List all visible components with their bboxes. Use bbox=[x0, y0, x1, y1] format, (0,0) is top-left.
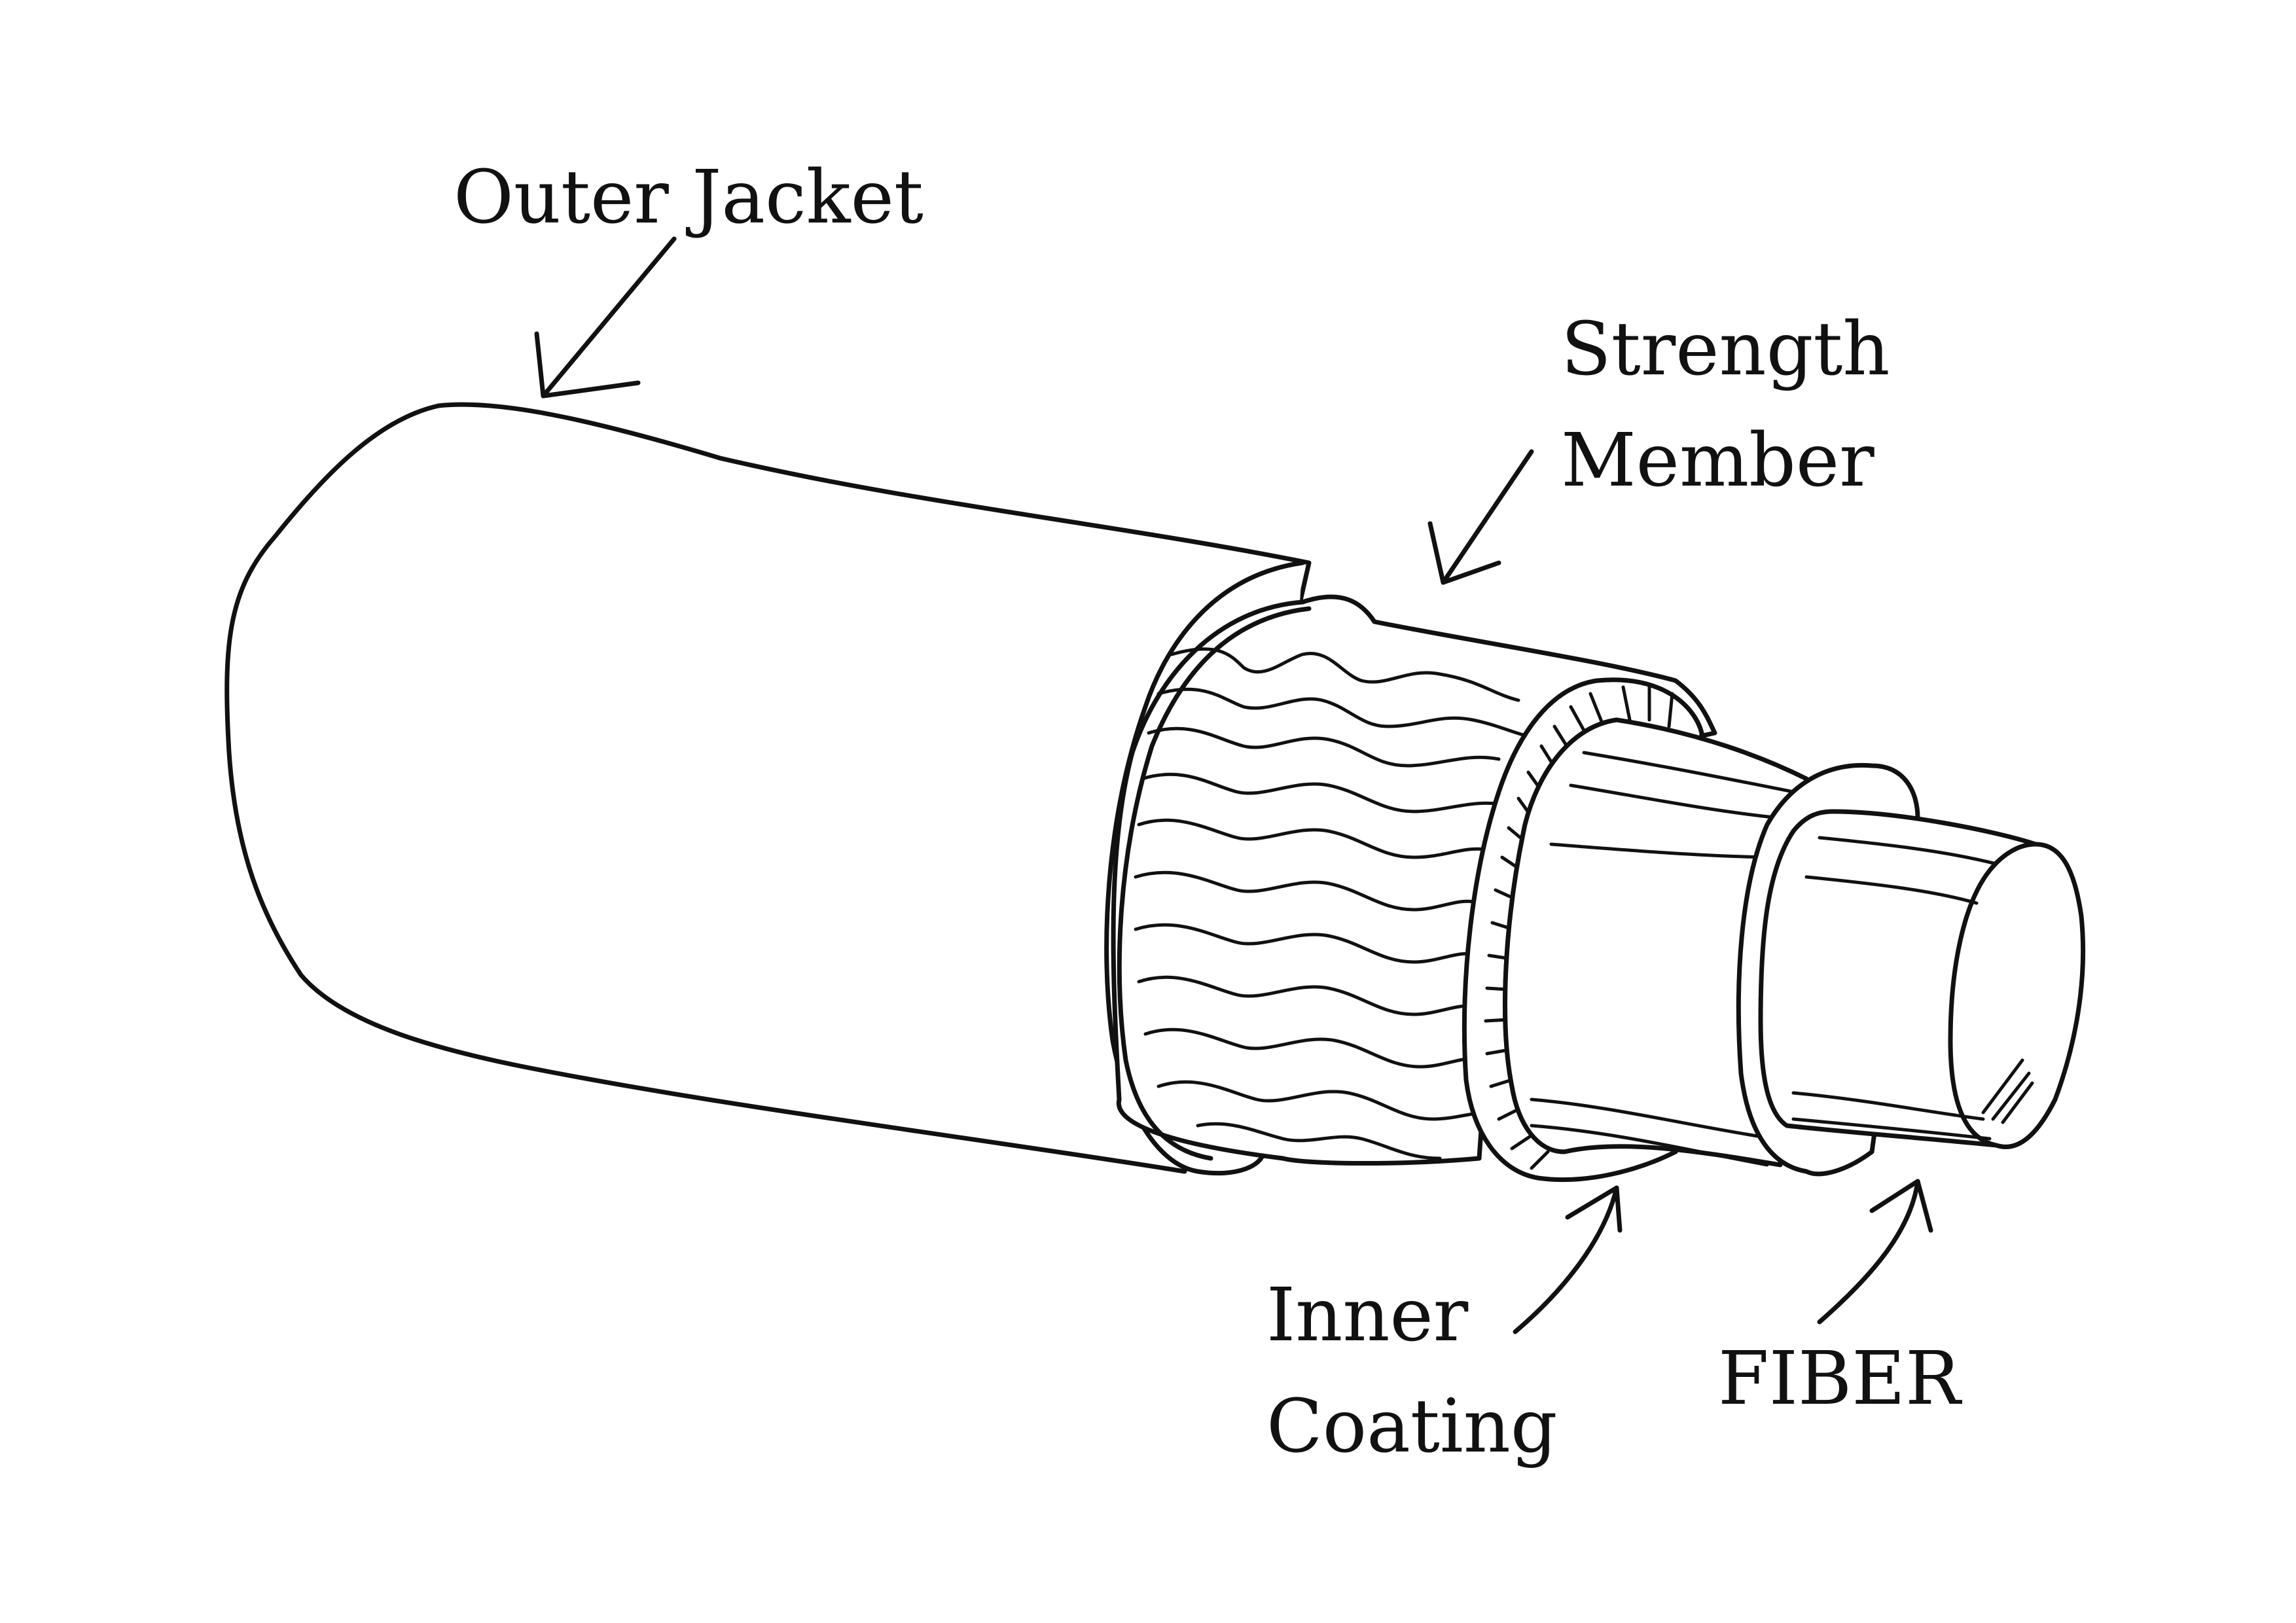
inner-coating-arrow bbox=[1513, 1185, 1623, 1334]
buffer-tube-body bbox=[1503, 717, 1809, 1168]
fiber-end-glare bbox=[1981, 1058, 2034, 1124]
strength-member-arrow bbox=[1427, 449, 1534, 585]
buffer-tube bbox=[1503, 717, 1809, 1168]
outer-jacket-body bbox=[224, 402, 1312, 1174]
fiber-arrowhead bbox=[1869, 1179, 1933, 1233]
outer-jacket-arrow bbox=[534, 236, 677, 399]
strength-member-rim bbox=[1117, 606, 1312, 1161]
strength-member-label-line2: Member bbox=[1561, 418, 1874, 503]
inner-coating-label-line2: Coating bbox=[1266, 1384, 1558, 1469]
inner-coating-arrowhead bbox=[1565, 1185, 1623, 1233]
strength-member-fibers bbox=[1134, 647, 1553, 1160]
fiber bbox=[1736, 762, 2086, 1177]
inner-coating-hatching bbox=[1484, 685, 1674, 1170]
fiber-streaks bbox=[1791, 836, 1998, 1141]
fiber-end-face bbox=[1948, 842, 2086, 1149]
strength-member-arrow-shaft bbox=[1441, 449, 1534, 585]
strength-member-arrowhead bbox=[1427, 521, 1501, 585]
inner-coating-label-line1: Inner bbox=[1266, 1273, 1469, 1358]
buffer-tube-streaks bbox=[1530, 751, 1795, 1167]
strength-member-label-line1: Strength bbox=[1561, 307, 1890, 392]
fiber-arrow-shaft bbox=[1817, 1179, 1920, 1325]
outer-jacket-label: Outer Jacket bbox=[454, 155, 924, 240]
outer-jacket-arrowhead bbox=[534, 331, 641, 399]
fiber-label: FIBER bbox=[1718, 1336, 1963, 1421]
inner-coating-arrow-shaft bbox=[1513, 1185, 1619, 1334]
outer-jacket-arrow-shaft bbox=[541, 236, 677, 399]
fiber-arrow bbox=[1817, 1179, 1933, 1325]
